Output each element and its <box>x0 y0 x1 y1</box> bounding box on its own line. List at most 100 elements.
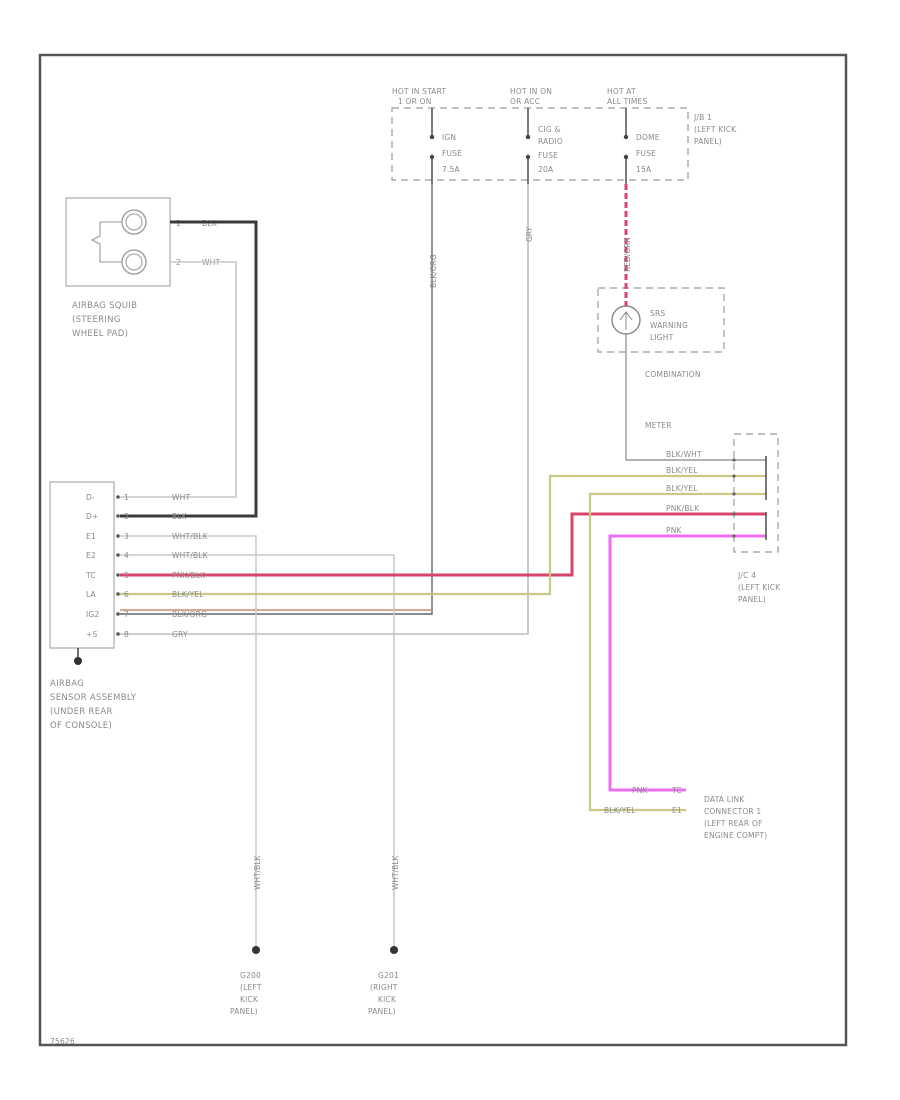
dlc-pin-1: TC <box>671 786 682 795</box>
jc4-wire-2: BLK/YEL <box>666 484 698 493</box>
sensor-pin-7: 8 <box>124 630 129 639</box>
sensor-pin-1: 2 <box>124 512 129 521</box>
wire-squib-blk <box>120 220 258 518</box>
wire-la-blk-yel <box>120 474 766 596</box>
sensor-pin-4: 5 <box>124 571 129 580</box>
sensor-label-3: (UNDER REAR <box>50 707 113 717</box>
jb1-label-3: PANEL) <box>694 137 722 146</box>
sensor-pin-2: 3 <box>124 532 129 541</box>
jc4-wire-0: BLK/WHT <box>666 450 702 459</box>
fuse-cig-terminal-top <box>525 134 531 140</box>
wire-jc4-blk-yel-dlc <box>588 492 766 812</box>
fuse-dome-1: DOME <box>636 133 660 142</box>
g200-label-1: G200 <box>240 971 261 980</box>
wire-ign-blk-org <box>120 184 433 615</box>
wire-label-dome: RED/GRN <box>623 237 632 272</box>
sensor-wire-3: WHT/BLK <box>172 551 209 560</box>
junction-block-1 <box>391 107 689 181</box>
ground-g200-icon <box>252 946 260 954</box>
sensor-terminal-2: E1 <box>86 532 96 541</box>
diagram-id: 75626 <box>50 1037 75 1046</box>
dlc-pin-2: E1 <box>672 806 682 815</box>
squib-label-1: AIRBAG SQUIB <box>72 301 137 311</box>
sensor-terminal-0: D- <box>86 493 95 502</box>
airbag-squib-box <box>65 197 171 287</box>
wire-label-cig: GRY <box>525 226 534 242</box>
dlc-label-1: DATA LINK <box>704 795 745 804</box>
squib-label-3: WHEEL PAD) <box>72 329 128 339</box>
sensor-pin-dot-3 <box>116 553 120 557</box>
dlc-label-4: ENGINE COMPT) <box>704 831 767 840</box>
meter-label-1: COMBINATION <box>645 370 701 379</box>
g200-label-2: (LEFT <box>240 983 262 992</box>
g201-label-1: G201 <box>378 971 399 980</box>
squib-element-icon <box>90 221 122 263</box>
fuse-dome-2: FUSE <box>636 149 656 158</box>
wire-label-g201: WHT/BLK <box>391 855 400 890</box>
fuse-cig-3: FUSE <box>538 151 558 160</box>
sensor-pin-dot-7 <box>116 632 120 636</box>
jc4-wire-4: PNK <box>666 526 683 535</box>
fuse-ign-terminal-bottom <box>429 154 435 160</box>
fuse-dome-3: 15A <box>636 165 652 174</box>
sensor-pin-0: 1 <box>124 493 129 502</box>
wire-label-g200: WHT/BLK <box>253 855 262 890</box>
jc4-pin-dot-3 <box>732 512 736 516</box>
sensor-pin-dot-0 <box>116 495 120 499</box>
squib-label-2: (STEERING <box>72 315 121 325</box>
jb1-label-1: J/B 1 <box>693 113 712 122</box>
sensor-wire-1: BLK <box>172 512 188 521</box>
sensor-pin-5: 6 <box>124 590 129 599</box>
jc4-label-3: PANEL) <box>738 595 766 604</box>
fuse-cig-1: CIG & <box>538 125 561 134</box>
wire-label-ign: BLK/ORG <box>429 254 438 288</box>
jc4-wire-3: PNK/BLK <box>666 504 700 513</box>
jc4-label-2: (LEFT KICK <box>738 583 781 592</box>
wire-squib-wht <box>120 261 237 498</box>
sensor-terminal-7: +S <box>86 630 97 639</box>
hot-label-dome-1: HOT AT <box>607 87 636 96</box>
sensor-pin-dot-6 <box>116 612 120 616</box>
wire-lamp-blk-wht <box>625 334 766 461</box>
jc4-label-1: J/C 4 <box>737 571 756 580</box>
g200-label-3: KICK <box>240 995 259 1004</box>
sensor-terminal-3: E2 <box>86 551 96 560</box>
wire-cig-gry <box>120 184 529 635</box>
g201-label-3: KICK <box>378 995 397 1004</box>
diagram-frame <box>38 53 848 1047</box>
lamp-label-2: WARNING <box>650 321 688 330</box>
g201-label-4: PANEL) <box>368 1007 396 1016</box>
g200-label-4: PANEL) <box>230 1007 258 1016</box>
dlc-wire-2: BLK/YEL <box>604 806 636 815</box>
combination-meter-box <box>597 287 725 353</box>
airbag-sensor-box <box>49 481 115 649</box>
sensor-pin-dot-5 <box>116 592 120 596</box>
dlc-label-2: CONNECTOR 1 <box>704 807 761 816</box>
jc4-pin-dot-4 <box>732 534 736 538</box>
sensor-terminal-4: TC <box>85 571 96 580</box>
wire-tc-pnk-blk <box>120 512 766 577</box>
sensor-terminal-5: LA <box>86 590 97 599</box>
jb1-label-2: (LEFT KICK <box>694 125 737 134</box>
fuse-dome-terminal-bottom <box>623 154 629 160</box>
sensor-wire-0: WHT <box>172 493 190 502</box>
hot-label-ign-2: 1 OR ON <box>398 97 432 106</box>
hot-label-cig-2: OR ACC <box>510 97 540 106</box>
lamp-label-1: SRS <box>650 309 665 318</box>
sensor-wire-6: BLK/ORG <box>172 610 207 619</box>
dlc-wire-1: PNK <box>632 786 649 795</box>
fuse-cig-4: 20A <box>538 165 554 174</box>
jc4-wire-1: BLK/YEL <box>666 466 698 475</box>
sensor-wire-5: BLK/YEL <box>172 590 204 599</box>
sensor-pin-dot-1 <box>116 514 120 518</box>
sensor-pin-3: 4 <box>124 551 129 560</box>
g201-label-2: (RIGHT <box>370 983 398 992</box>
hot-label-dome-2: ALL TIMES <box>607 97 647 106</box>
sensor-pin-6: 7 <box>124 610 129 619</box>
sensor-wire-2: WHT/BLK <box>172 532 209 541</box>
sensor-wire-4: PNK/BLK <box>172 571 206 580</box>
sensor-label-2: SENSOR ASSEMBLY <box>50 693 137 703</box>
sensor-terminal-1: D+ <box>86 512 98 521</box>
jc4-pin-dot-2 <box>732 492 736 496</box>
